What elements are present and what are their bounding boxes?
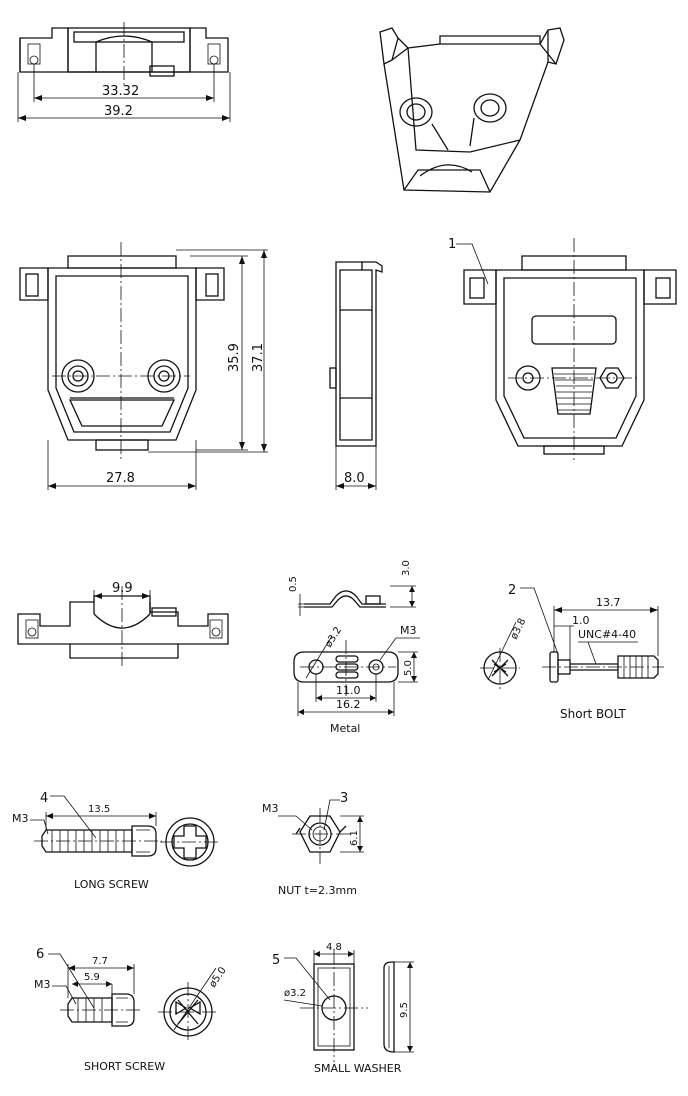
dim-bottom-opening: 9.9: [112, 581, 133, 596]
dim-washer-height: 9.5: [399, 1002, 410, 1018]
callout-item-4: 4: [40, 791, 48, 806]
dim-nut-thread: M3: [262, 802, 279, 815]
label-metal: Metal: [330, 722, 360, 735]
isometric-view: [379, 27, 565, 193]
dim-metal-thread: M3: [400, 624, 417, 637]
dim-short-screw-head-dia: ø5.0: [207, 965, 228, 989]
dim-metal-width: 5.0: [403, 660, 414, 676]
front-view: 27.8 35.9 37.1: [19, 242, 268, 490]
label-short-bolt: Short BOLT: [560, 707, 627, 721]
callout-item-2: 2: [508, 583, 516, 598]
dim-front-height-inner: 35.9: [227, 343, 242, 372]
dim-long-screw-thread: M3: [12, 812, 29, 825]
callout-item-1: 1: [448, 237, 456, 252]
top-view: 33.32 39.2: [17, 22, 231, 122]
small-washer-part: 4.8 ø3.2 5 9.5 SMALL WASHER: [272, 942, 414, 1075]
dim-metal-length: 16.2: [336, 698, 361, 711]
dim-bolt-head: 1.0: [572, 614, 590, 627]
dim-short-screw-total: 7.7: [92, 956, 108, 967]
dim-metal-height: 3.0: [401, 560, 412, 576]
callout-item-5: 5: [272, 953, 280, 968]
dim-metal-hole-dia: ø3.2: [323, 625, 344, 650]
dim-washer-width: 4.8: [326, 942, 342, 953]
dim-top-inner-width: 33.32: [102, 84, 139, 99]
label-nut: NUT t=2.3mm: [278, 884, 357, 897]
side-view: 8.0: [329, 261, 383, 490]
dim-metal-hole-spacing: 11.0: [336, 684, 361, 697]
dim-bolt-dia: ø3.8: [509, 617, 529, 642]
dim-front-height-outer: 37.1: [251, 343, 266, 372]
short-bolt-part: ø3.8 13.7 1.0 UNC#4-40 2 Short BOLT: [480, 583, 664, 721]
dim-bolt-length: 13.7: [596, 596, 621, 609]
dim-washer-hole: ø3.2: [284, 988, 306, 999]
label-short-screw: SHORT SCREW: [84, 1060, 165, 1073]
dim-long-screw-length: 13.5: [88, 804, 110, 815]
dim-front-width: 27.8: [106, 471, 135, 486]
callout-item-6: 6: [36, 947, 44, 962]
bottom-view: 9.9: [17, 581, 229, 668]
dim-side-depth: 8.0: [344, 471, 365, 486]
label-long-screw: LONG SCREW: [74, 878, 149, 891]
dim-top-outer-width: 39.2: [104, 104, 133, 119]
short-screw-part: 7.7 5.9 M3 6 ø5.0 SHORT SCREW: [34, 947, 229, 1073]
label-small-washer: SMALL WASHER: [314, 1062, 402, 1075]
callout-item-3: 3: [340, 791, 348, 806]
long-screw-part: 13.5 M3 4 LONG SCREW: [12, 791, 220, 891]
dim-bolt-thread: UNC#4-40: [578, 628, 636, 641]
dim-short-screw-thread: M3: [34, 978, 51, 991]
metal-clip-part: 0.5 3.0 ø3.2 M3 5.0 11.0 16.2 Metal: [288, 560, 420, 735]
dim-metal-thickness: 0.5: [288, 576, 299, 592]
rear-view: 1: [448, 237, 677, 460]
dim-nut-width: 6.1: [349, 830, 360, 846]
nut-part: 6.1 M3 3 NUT t=2.3mm: [262, 791, 364, 897]
dim-short-screw-thread-len: 5.9: [84, 972, 100, 983]
